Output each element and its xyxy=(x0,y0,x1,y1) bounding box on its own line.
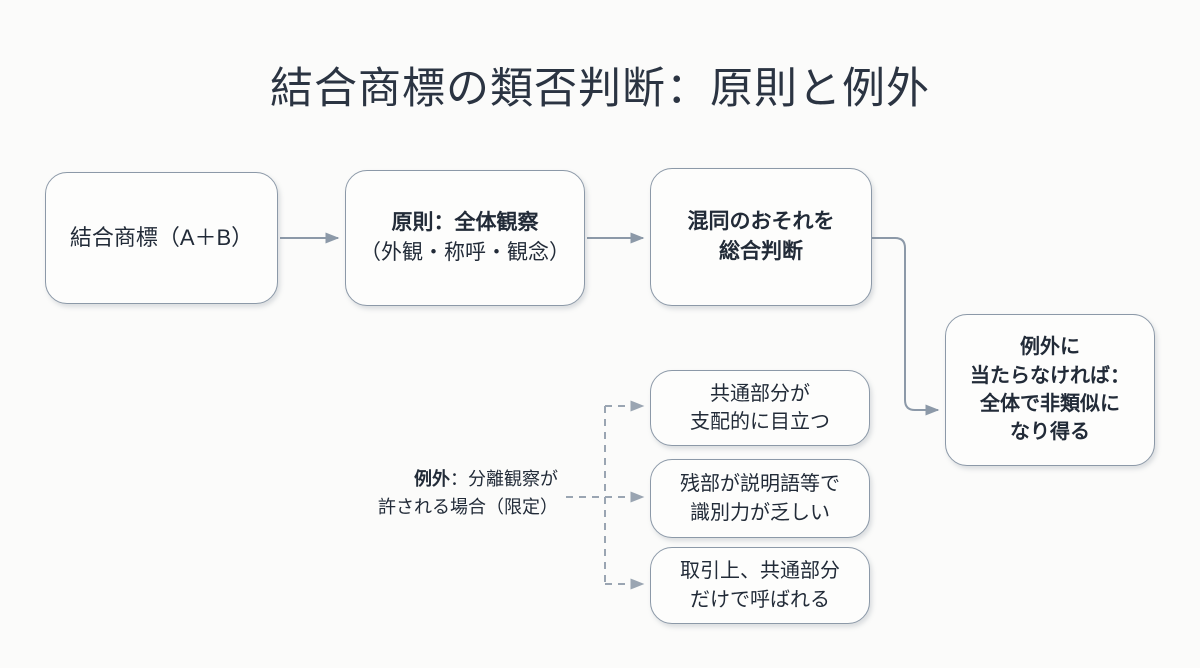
connector-confusion-to-conclusion xyxy=(872,237,940,416)
node-exception-2-line2: 識別力が乏しい xyxy=(690,501,830,524)
node-conclusion-line1: 例外に xyxy=(1020,336,1080,359)
exception-caption-line1: 例外：分離観察が xyxy=(300,466,558,494)
node-confusion-judgement-line1: 混同のおそれを xyxy=(687,210,835,234)
node-exception-3-line1: 取引上、共通部分 xyxy=(680,560,840,583)
exception-caption-line2: 許される場合（限定） xyxy=(378,496,558,517)
node-principle-line2: （外観・称呼・観念） xyxy=(360,241,570,264)
exception-caption: 例外：分離観察が 許される場合（限定） xyxy=(300,466,558,522)
node-exception-1-line1: 共通部分が xyxy=(710,382,810,405)
node-exception-3-line2: だけで呼ばれる xyxy=(690,588,830,611)
node-principle[interactable]: 原則：全体観察 （外観・称呼・観念） xyxy=(345,170,585,306)
exception-caption-keyword: 例外 xyxy=(414,469,450,489)
node-conclusion[interactable]: 例外に 当たらなければ： 全体で非類似に なり得る xyxy=(945,314,1155,466)
node-conclusion-line3: 全体で非類似に xyxy=(980,393,1120,415)
node-principle-line1: 原則：全体観察 xyxy=(391,211,539,235)
node-combined-mark[interactable]: 結合商標（A＋B） xyxy=(45,172,278,304)
node-confusion-judgement[interactable]: 混同のおそれを 総合判断 xyxy=(650,168,872,306)
node-conclusion-line4: なり得る xyxy=(1010,421,1090,444)
exception-caption-line1-rest: ：分離観察が xyxy=(450,469,558,489)
node-conclusion-line2: 当たらなければ： xyxy=(970,364,1130,387)
node-confusion-judgement-line2: 総合判断 xyxy=(719,240,803,263)
node-exception-2-line1: 残部が説明語等で xyxy=(680,473,840,496)
node-combined-mark-line1: 結合商標（A＋B） xyxy=(69,225,254,251)
node-exception-3[interactable]: 取引上、共通部分 だけで呼ばれる xyxy=(650,547,870,624)
node-exception-1-line2: 支配的に目立つ xyxy=(690,411,830,433)
node-exception-1[interactable]: 共通部分が 支配的に目立つ xyxy=(650,370,870,446)
node-exception-2[interactable]: 残部が説明語等で 識別力が乏しい xyxy=(650,459,870,538)
page-title: 結合商標の類否判断：原則と例外 xyxy=(270,65,930,113)
